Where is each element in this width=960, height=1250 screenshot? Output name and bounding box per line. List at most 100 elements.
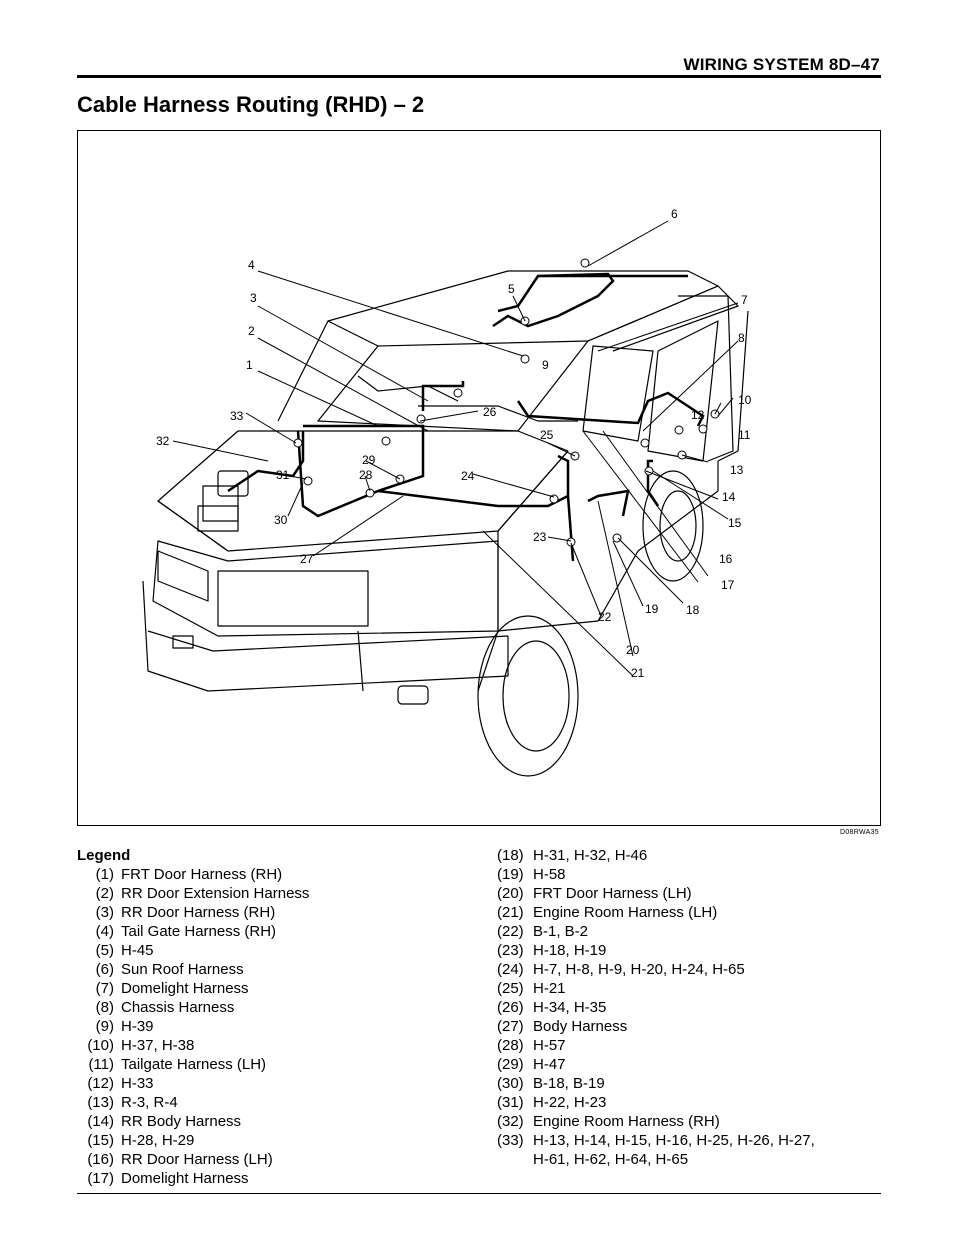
legend-item-text: H-39 (121, 1018, 154, 1035)
legend-right-list: (18)H-31, H-32, H-46(19)H-58(20)FRT Door… (497, 846, 897, 1150)
legend-item: (11)Tailgate Harness (LH) (77, 1055, 477, 1074)
legend-item: (25)H-21 (497, 979, 897, 998)
legend-title: Legend (77, 847, 131, 864)
legend-item-text: Domelight Harness (121, 980, 249, 997)
legend-item-text: Sun Roof Harness (121, 961, 244, 978)
legend-item-text: H-22, H-23 (533, 1094, 607, 1111)
legend-item-number: (17) (87, 1170, 114, 1187)
callout-labels: 1 2 3 4 5 6 7 8 9 10 11 12 13 14 15 16 1… (156, 207, 752, 680)
legend-item-text: B-1, B-2 (533, 923, 589, 940)
callout-12: 12 (691, 408, 705, 422)
legend-item: (24) H-7, H-8, H-9, H-20, H-24, H-65 (497, 960, 897, 979)
legend-item-text: RR Door Harness (LH) (121, 1151, 273, 1168)
legend-item: (33)H-13, H-14, H-15, H-16, H-25, H-26, … (497, 1131, 897, 1150)
legend-item: (9) H-39 (77, 1017, 477, 1036)
callout-11: 11 (738, 428, 751, 442)
callout-23: 23 (533, 530, 547, 544)
legend-item-number: (23) (497, 942, 524, 959)
legend-item: (29) H-47 (497, 1055, 897, 1074)
callout-32: 32 (156, 434, 170, 448)
legend-item-number: (12) (87, 1075, 114, 1092)
legend-item-number: (31) (497, 1094, 524, 1111)
legend-item-number: (16) (87, 1151, 114, 1168)
callout-21: 21 (631, 666, 645, 680)
callout-26: 26 (483, 405, 497, 419)
callout-5: 5 (508, 282, 515, 296)
legend-item-number: (19) (497, 866, 524, 883)
legend-item: (8) Chassis Harness (77, 998, 477, 1017)
legend-item: (32) Engine Room Harness (RH) (497, 1112, 897, 1131)
legend-item-text: H-47 (533, 1056, 566, 1073)
legend-item-number: (14) (87, 1113, 114, 1130)
callout-9: 9 (542, 358, 549, 372)
callout-33: 33 (230, 409, 244, 423)
legend-item-number: (25) (497, 980, 524, 997)
legend-item-text: Chassis Harness (121, 999, 235, 1016)
legend-item-33-continuation: H-61, H-62, H-64, H-65 (533, 1151, 689, 1168)
legend-item-number: (21) (497, 904, 524, 921)
legend-item-text: RR Door Harness (RH) (121, 904, 276, 921)
legend-item: (22)B-1, B-2 (497, 922, 897, 941)
legend-item: (20) FRT Door Harness (LH) (497, 884, 897, 903)
legend-item: (2) RR Door Extension Harness (77, 884, 477, 903)
page-title: Cable Harness Routing (RHD) – 2 (77, 92, 425, 117)
legend-item-number: (29) (497, 1056, 524, 1073)
vehicle-outline (142, 270, 749, 777)
legend-item-text: B-18, B-19 (533, 1075, 605, 1092)
callout-6: 6 (671, 207, 678, 221)
legend-item-text: H-18, H-19 (533, 942, 607, 959)
wiring-diagram-figure: 1 2 3 4 5 6 7 8 9 10 11 12 13 14 15 16 1… (77, 130, 881, 826)
header-rule (77, 75, 881, 78)
legend-item-number: (30) (497, 1075, 524, 1092)
callout-25: 25 (540, 428, 554, 442)
footer-rule (77, 1193, 881, 1194)
legend-item-text: Engine Room Harness (RH) (533, 1113, 720, 1130)
vehicle-wiring-illustration: 1 2 3 4 5 6 7 8 9 10 11 12 13 14 15 16 1… (142, 207, 752, 777)
legend-item-text: H-7, H-8, H-9, H-20, H-24, H-65 (533, 961, 745, 978)
callout-31: 31 (276, 468, 290, 482)
figure-code: D08RWA35 (840, 829, 879, 836)
legend-item-number: (4) (95, 923, 114, 940)
legend-item: (15)H-28, H-29 (77, 1131, 477, 1150)
callout-3: 3 (250, 291, 257, 305)
legend-item-number: (20) (497, 885, 524, 902)
legend-item-text: H-28, H-29 (121, 1132, 195, 1149)
legend-item-text: FRT Door Harness (RH) (121, 866, 283, 883)
legend-item-number: (7) (95, 980, 114, 997)
callout-27: 27 (300, 552, 314, 566)
legend-item: (16) RR Door Harness (LH) (77, 1150, 477, 1169)
callout-15: 15 (728, 516, 742, 530)
legend-item-number: (33) (497, 1132, 524, 1149)
legend-item-number: (26) (497, 999, 524, 1016)
callout-16: 16 (719, 552, 733, 566)
legend-left-list: (1)FRT Door Harness (RH)(2)RR Door Exten… (77, 865, 477, 1188)
callout-30: 30 (274, 513, 288, 527)
legend-item-number: (24) (497, 961, 524, 978)
legend-item-number: (2) (95, 885, 114, 902)
legend-item: (26)H-34, H-35 (497, 998, 897, 1017)
legend-item: (17)Domelight Harness (77, 1169, 477, 1188)
legend-item: (27)Body Harness (497, 1017, 897, 1036)
callout-8: 8 (738, 331, 745, 345)
callout-13: 13 (730, 463, 744, 477)
callout-19: 19 (645, 602, 659, 616)
legend-item-text: RR Door Extension Harness (121, 885, 310, 902)
callout-18: 18 (686, 603, 700, 617)
callout-7: 7 (741, 293, 748, 307)
legend-item: (28) H-57 (497, 1036, 897, 1055)
legend-item: (5)H-45 (77, 941, 477, 960)
callout-4: 4 (248, 258, 255, 272)
callout-1: 1 (246, 358, 253, 372)
legend-item-text: H-57 (533, 1037, 566, 1054)
legend-item-number: (32) (497, 1113, 524, 1130)
legend-item-number: (9) (95, 1018, 114, 1035)
callout-28: 28 (359, 468, 373, 482)
legend-item-text: H-33 (121, 1075, 154, 1092)
legend-item-number: (8) (95, 999, 114, 1016)
legend-item-text: R-3, R-4 (121, 1094, 178, 1111)
legend-item-number: (28) (497, 1037, 524, 1054)
leader-lines (172, 220, 739, 677)
callout-29: 29 (362, 453, 376, 467)
legend-item-text: H-37, H-38 (121, 1037, 195, 1054)
legend-item-text: FRT Door Harness (LH) (533, 885, 692, 902)
